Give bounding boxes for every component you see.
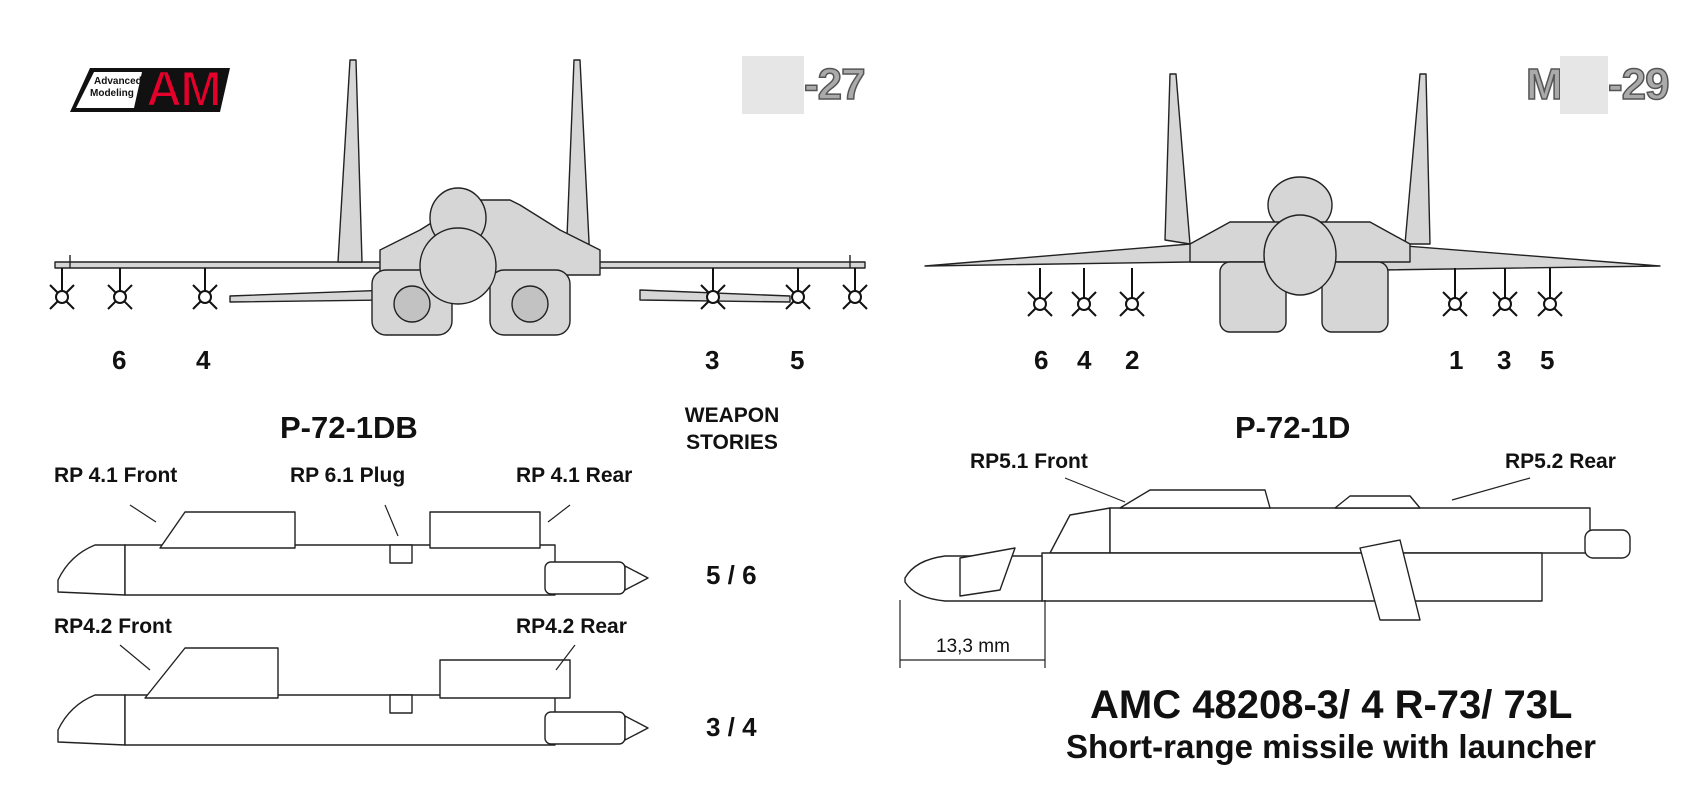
- p72-1db-lower: [57, 647, 649, 746]
- left-pylon-number: 3: [705, 345, 720, 375]
- rp51-front-label: RP5.1 Front: [970, 450, 1088, 473]
- right-pylon-number: 1: [1449, 345, 1464, 375]
- pylon-missile-symbol: [700, 268, 726, 310]
- rp42-rear-label: RP4.2 Rear: [516, 615, 627, 638]
- left-model-mask: [742, 56, 804, 114]
- mig29-front-view: [924, 73, 1661, 333]
- pylon-missile-symbol: [1537, 268, 1563, 317]
- weapon-stories-heading: WEAPON STORIES: [672, 402, 792, 456]
- left-pylon-number: 6: [112, 345, 127, 375]
- product-code: AMC 48208-3/ 4 R-73/ 73L: [1090, 683, 1573, 727]
- weapon-stories-line1: WEAPON: [684, 404, 780, 427]
- pylon-missile-symbol: [1027, 268, 1053, 317]
- left-model-label: -27: [803, 59, 866, 110]
- rp61-plug-label: RP 6.1 Plug: [290, 464, 406, 487]
- logo-line1: Advanced: [94, 76, 142, 87]
- right-model-mask: [1560, 56, 1608, 114]
- weapon-stories-lower-value: 3 / 4: [706, 712, 757, 742]
- logo-graphic: [70, 68, 230, 112]
- right-pylon-number: 4: [1077, 345, 1092, 375]
- right-model-prefix: M: [1525, 59, 1563, 110]
- right-model-suffix: -29: [1607, 59, 1670, 110]
- rp41-front-label: RP 4.1 Front: [54, 464, 178, 487]
- logo-letters: AM: [145, 60, 223, 118]
- pylon-symbols: [49, 268, 1563, 317]
- right-pylon-number: 6: [1034, 345, 1049, 375]
- right-pylon-number: 3: [1497, 345, 1512, 375]
- p72-1d-launcher: [904, 489, 1631, 621]
- rp52-rear-label: RP5.2 Rear: [1505, 450, 1616, 473]
- rp42-front-label: RP4.2 Front: [54, 615, 172, 638]
- left-pylon-number: 4: [196, 345, 211, 375]
- pylon-missile-symbol: [192, 268, 218, 310]
- leader-lines: [119, 477, 1531, 671]
- weapon-stories-line2: STORIES: [686, 431, 778, 454]
- left-pylon-number: 5: [790, 345, 805, 375]
- pylon-missile-symbol: [107, 268, 133, 310]
- right-pylon-number: 2: [1125, 345, 1140, 375]
- pylon-missile-symbol: [1071, 268, 1097, 317]
- dimension-label: 13,3 mm: [936, 636, 1010, 657]
- logo-line2: Modeling: [90, 88, 134, 99]
- pylon-missile-symbol: [1442, 268, 1468, 317]
- pylon-missile-symbol: [49, 268, 75, 310]
- right-launcher-title: P-72-1D: [1235, 410, 1351, 445]
- pylon-missile-symbol: [842, 268, 868, 310]
- brand-logo: Advanced Modeling AM: [70, 60, 235, 118]
- weapon-stories-upper-value: 5 / 6: [706, 560, 757, 590]
- product-description: Short-range missile with launcher: [1066, 728, 1596, 765]
- left-launcher-title: P-72-1DB: [280, 410, 418, 445]
- pylon-missile-symbol: [785, 268, 811, 310]
- p72-1db-upper: [57, 511, 649, 596]
- su27-front-view: [54, 59, 866, 336]
- pylon-missile-symbol: [1119, 268, 1145, 317]
- right-pylon-number: 5: [1540, 345, 1555, 375]
- rp41-rear-label: RP 4.1 Rear: [516, 464, 633, 487]
- pylon-missile-symbol: [1492, 268, 1518, 317]
